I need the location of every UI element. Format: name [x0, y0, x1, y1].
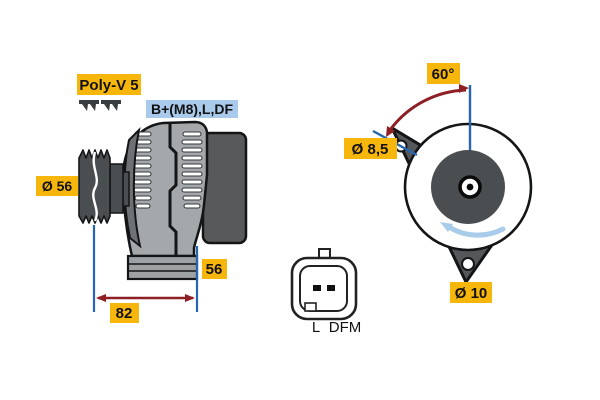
svg-text:Ø 56: Ø 56 [42, 178, 73, 194]
svg-text:56: 56 [206, 261, 223, 278]
connector-pinout: L DFM [290, 248, 362, 336]
connector-pin-l [313, 285, 321, 291]
mounting-foot [126, 254, 199, 281]
housing-parting-line [168, 123, 178, 256]
side-view: Poly-V 5 B+(M8),L,DF Ø 56 56 82 [36, 74, 248, 323]
belt-type-label: Poly-V 5 [77, 74, 141, 95]
foot-dimension-label: 56 [202, 259, 227, 279]
pulley-shaft [122, 171, 130, 207]
svg-text:B+(M8),L,DF: B+(M8),L,DF [151, 101, 234, 117]
angle-label: 60° [427, 63, 460, 84]
shaft-center [466, 183, 474, 191]
bottom-mount-hole [461, 257, 475, 271]
pin-label-l: L [312, 319, 320, 336]
connector-keying-notch [304, 302, 317, 312]
bottom-hole-label: Ø 10 [450, 282, 492, 303]
svg-text:82: 82 [116, 305, 133, 322]
pulley-diameter-label: Ø 56 [36, 176, 78, 196]
terminal-label: B+(M8),L,DF [146, 100, 238, 118]
length-dimension-label: 82 [110, 303, 139, 323]
svg-text:Ø 10: Ø 10 [455, 285, 488, 302]
pin-label-dfm: DFM [329, 319, 362, 336]
connector-inner-shell [299, 265, 348, 312]
pulley-break-line [92, 151, 99, 222]
pulley-hub [109, 163, 124, 214]
svg-text:Ø 8,5: Ø 8,5 [352, 141, 389, 158]
belt-profile-icon [79, 100, 121, 111]
dimension-82-arrow [96, 294, 195, 302]
front-view: 60° Ø 8,5 Ø 10 [344, 63, 533, 303]
rotation-arrow [440, 222, 506, 238]
rear-housing [201, 131, 248, 245]
vent-slots-front [133, 131, 152, 209]
svg-text:60°: 60° [432, 66, 455, 83]
angle-arc-60 [386, 84, 469, 137]
connector-pin-dfm [327, 285, 335, 291]
vent-slots-rear [181, 131, 203, 209]
svg-text:Poly-V 5: Poly-V 5 [79, 77, 138, 94]
top-hole-label: Ø 8,5 [344, 138, 397, 159]
